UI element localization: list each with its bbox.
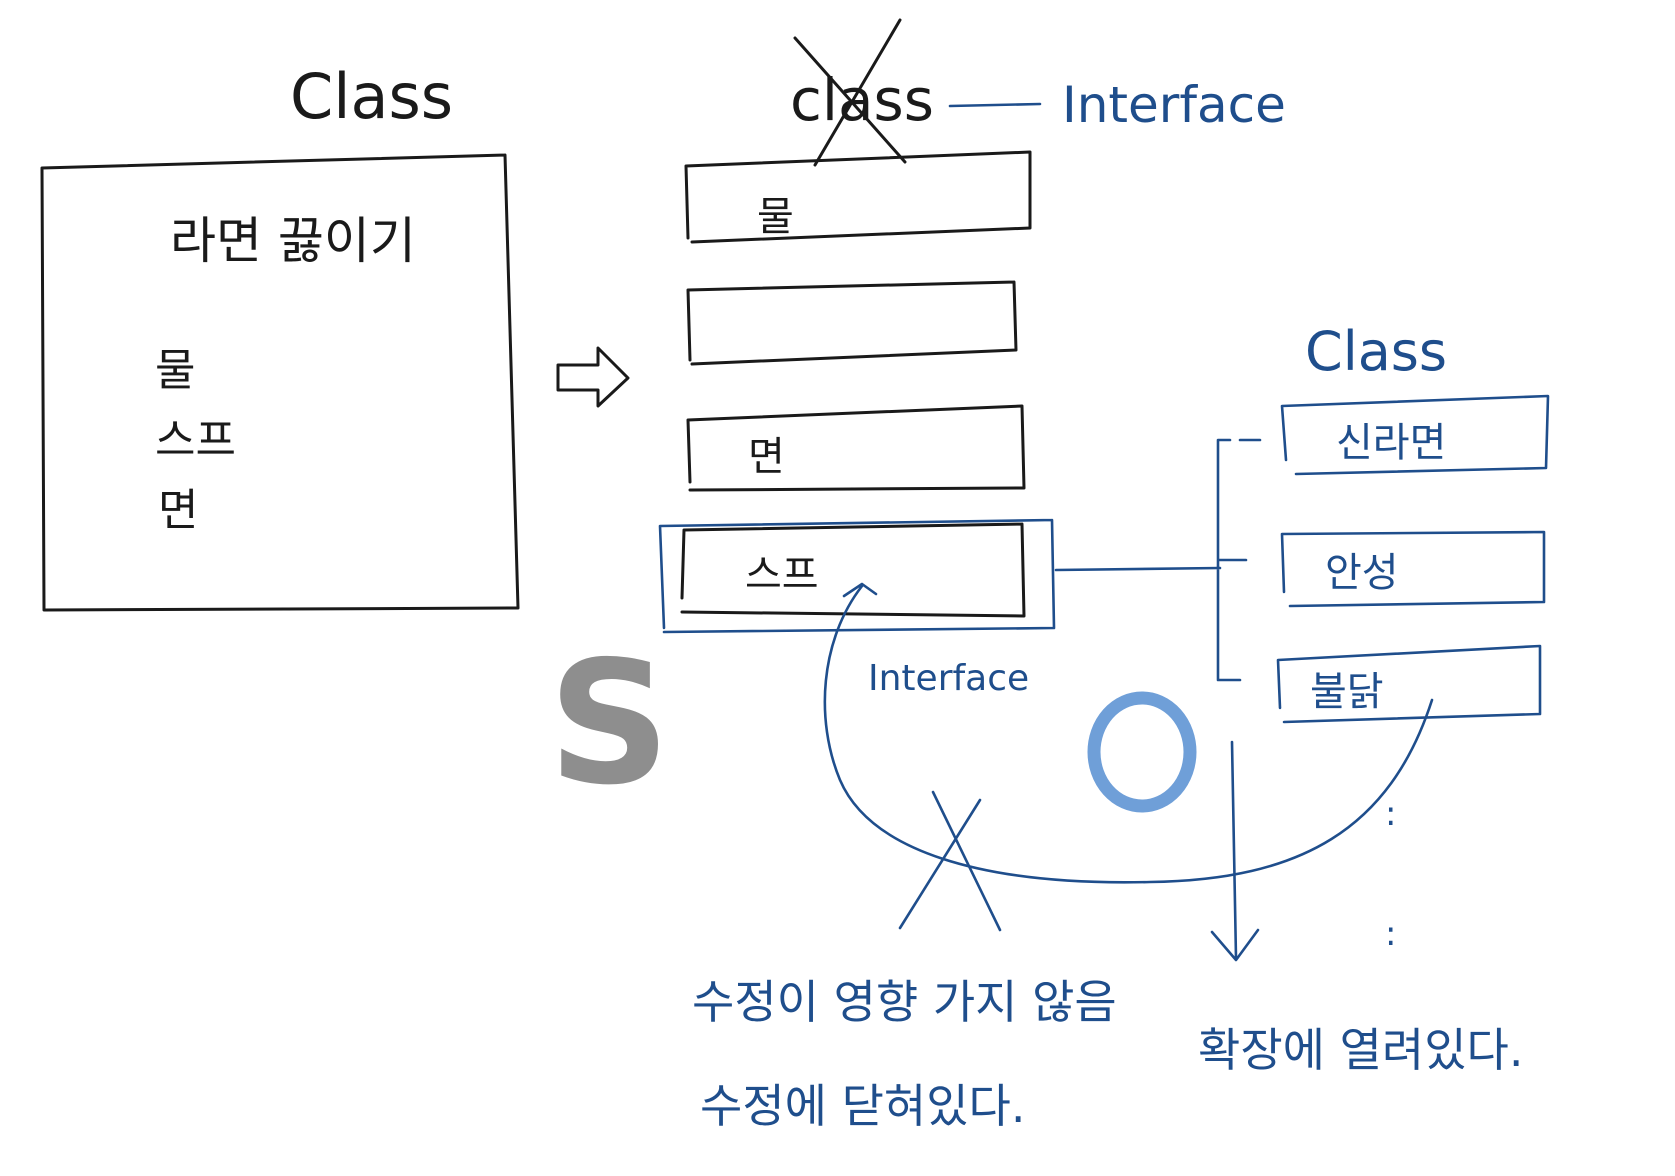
soup-interface-label: Interface xyxy=(868,658,1029,699)
left-class-heading: 라면 끓이기 xyxy=(170,212,416,270)
slot-label-soup: 스프 xyxy=(745,552,819,598)
slot-label-water: 물 xyxy=(757,194,794,240)
left-item-water: 물 xyxy=(155,345,195,396)
soup-interface-wrapper xyxy=(658,518,1056,634)
extension-arrow xyxy=(1210,740,1260,962)
o-principle-circle xyxy=(1087,691,1197,813)
impl-class-title: Class xyxy=(1305,320,1447,383)
slot-box-soup xyxy=(680,522,1026,618)
left-item-soup: 스프 xyxy=(155,415,236,466)
slot-label-noodle: 면 xyxy=(748,434,785,480)
note-closed-line2: 수정에 닫혀있다. xyxy=(700,1079,1025,1133)
continuation-dots-1: : xyxy=(1385,794,1396,834)
struck-class-title: class xyxy=(790,66,934,134)
s-principle-letter: S xyxy=(548,625,670,823)
impl-item-ansung: 안성 xyxy=(1325,550,1399,596)
impl-box-buldak xyxy=(1276,644,1542,724)
strike-x-mark xyxy=(793,18,907,167)
left-class-title: Class xyxy=(290,60,453,133)
left-class-box xyxy=(40,153,520,612)
note-open: 확장에 열려있다. xyxy=(1198,1023,1523,1077)
interface-title: Interface xyxy=(1062,76,1286,134)
slot-box-empty xyxy=(686,280,1018,366)
slot-box-noodle xyxy=(686,404,1026,492)
refactor-arrow xyxy=(556,346,630,408)
slot-box-water xyxy=(684,150,1032,244)
impl-item-buldak: 불닭 xyxy=(1310,669,1384,715)
note-closed-line1: 수정이 영향 가지 않음 xyxy=(692,975,1117,1029)
impact-curve xyxy=(823,582,1434,884)
rename-dash xyxy=(948,102,1042,108)
soup-to-impl-connector xyxy=(1054,438,1262,682)
blocked-x-mark xyxy=(898,790,1002,932)
left-item-noodle: 면 xyxy=(158,485,198,536)
impl-box-shin xyxy=(1280,394,1550,476)
continuation-dots-2: : xyxy=(1385,914,1396,954)
impl-item-shin: 신라면 xyxy=(1336,420,1446,466)
impl-box-ansung xyxy=(1280,530,1546,608)
